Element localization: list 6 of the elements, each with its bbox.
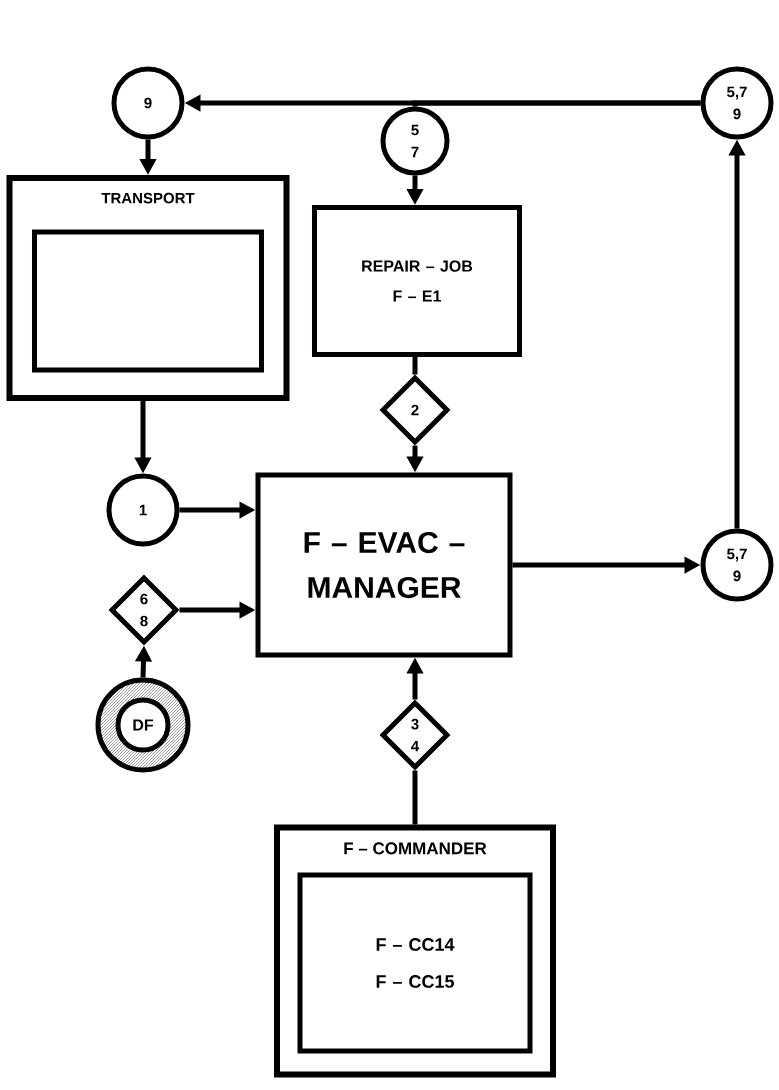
process-box: F – EVAC – MANAGER — [255, 472, 513, 658]
process-box: TRANSPORT — [6, 175, 290, 401]
process-box: F – CC14 F – CC15 — [297, 872, 533, 1054]
process-box — [32, 229, 264, 373]
process-box: REPAIR – JOB F – E1 — [312, 205, 522, 357]
data-file-circle — [115, 697, 171, 753]
